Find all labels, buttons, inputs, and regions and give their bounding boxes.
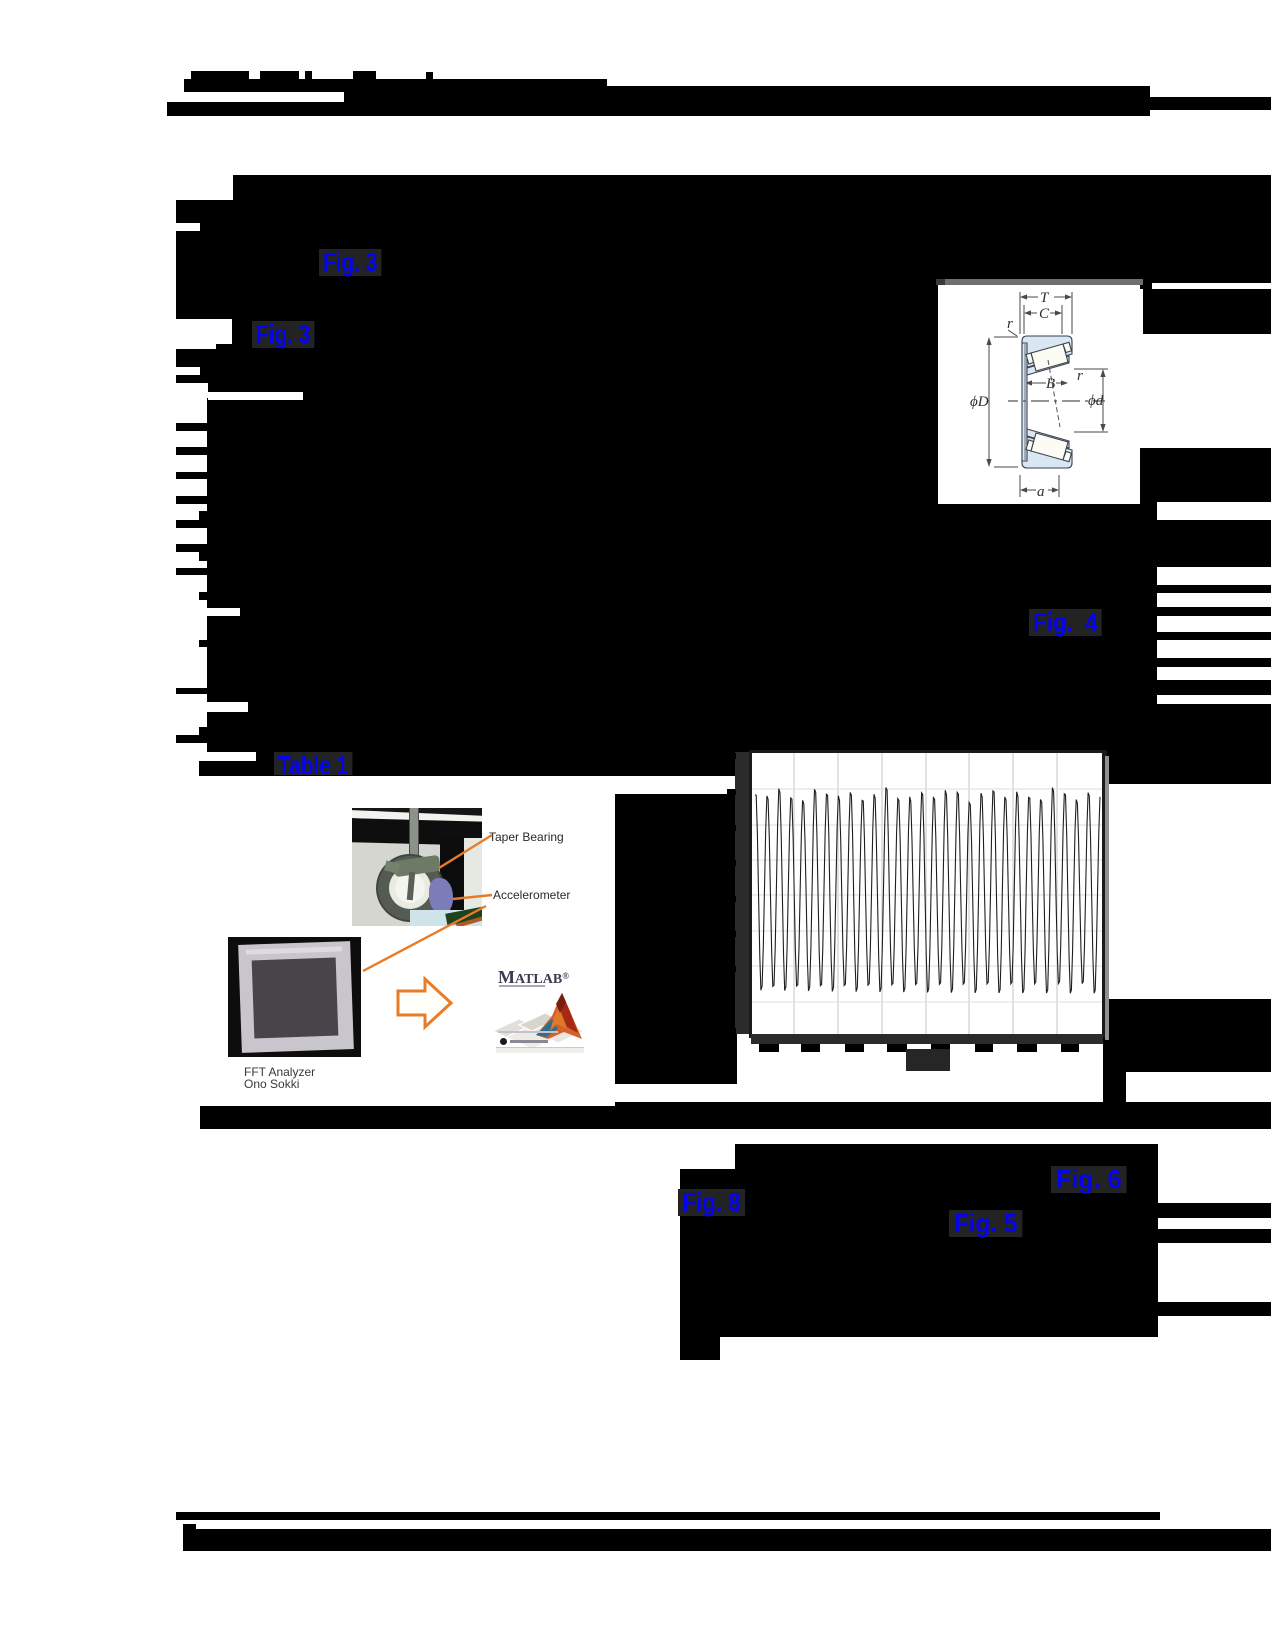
svg-text:ϕd: ϕd [1088, 393, 1104, 409]
svg-text:r: r [1077, 368, 1083, 384]
svg-text:r: r [1007, 316, 1013, 332]
svg-text:B: B [1046, 376, 1055, 392]
svg-text:C: C [1039, 306, 1050, 322]
svg-text:T: T [1040, 290, 1050, 306]
svg-text:a: a [1037, 484, 1045, 500]
svg-text:ϕD: ϕD [970, 394, 989, 410]
